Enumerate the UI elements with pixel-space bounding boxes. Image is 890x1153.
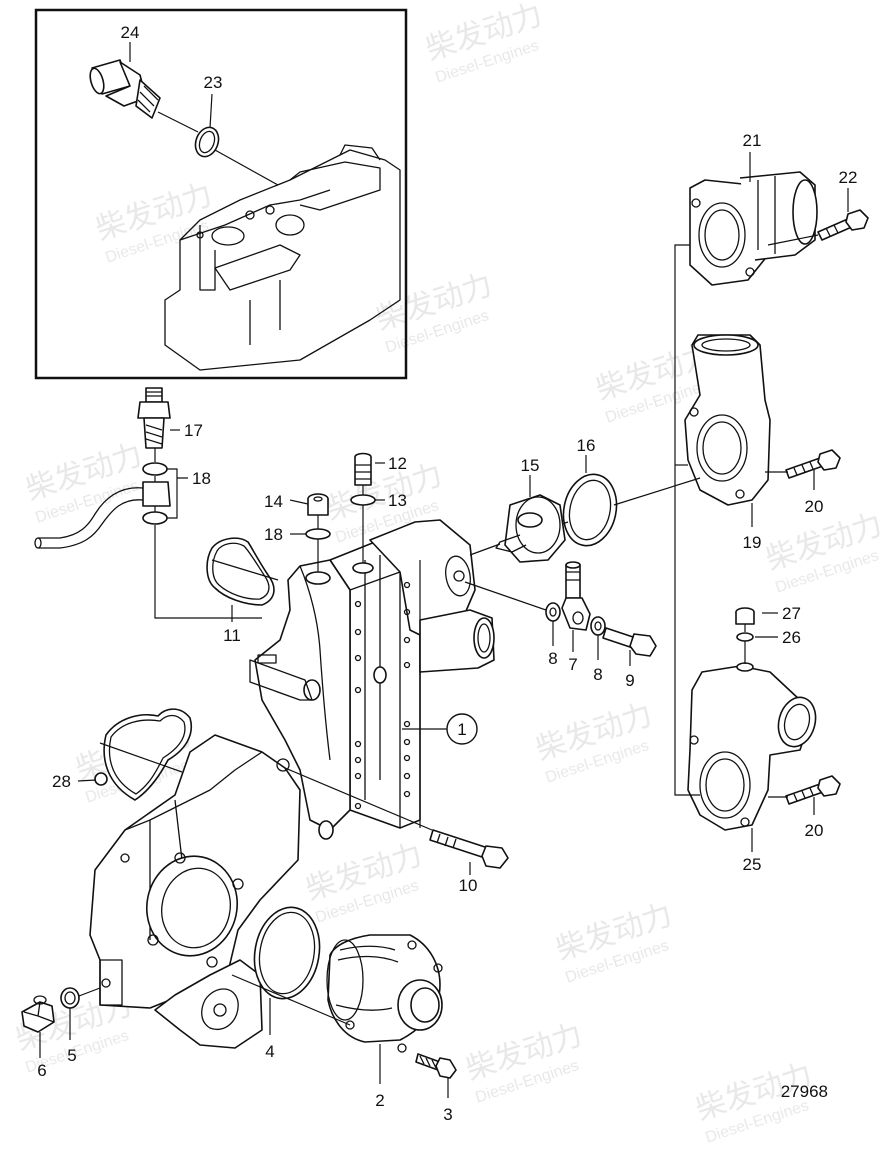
callout-26: 26 xyxy=(782,628,801,647)
drawing-number: 27968 xyxy=(781,1082,828,1101)
part-12-nipple xyxy=(354,452,372,486)
callout-15: 15 xyxy=(521,456,540,475)
callout-3: 3 xyxy=(443,1105,452,1124)
part-23-washer xyxy=(194,126,220,158)
callout-20-lower: 20 xyxy=(805,821,824,840)
callout-1: 1 xyxy=(457,720,466,739)
watermark-7: 柴发动力 Diesel-Engines xyxy=(762,508,886,596)
watermark-13: 柴发动力 Diesel-Engines xyxy=(462,1018,586,1106)
part-19-outlet-elbow xyxy=(684,334,771,506)
callout-21: 21 xyxy=(743,131,762,150)
part-28-o-ring xyxy=(103,708,192,801)
part-8-washer-left xyxy=(545,602,561,622)
part-15-thermostat xyxy=(495,494,566,563)
part-13-washer xyxy=(350,494,376,506)
watermark-10: 柴发动力 Diesel-Engines xyxy=(302,838,426,926)
callout-19: 19 xyxy=(743,533,762,552)
leader-lines xyxy=(39,42,849,1098)
part-6-plug xyxy=(21,995,55,1033)
callout-4: 4 xyxy=(265,1042,274,1061)
callout-labels: 1 2 3 4 5 6 7 8 8 9 10 11 12 13 14 15 16… xyxy=(37,23,857,1124)
callout-7: 7 xyxy=(568,655,577,674)
part-18-washer-plug xyxy=(305,528,331,540)
part-11-o-ring xyxy=(206,537,275,606)
part-9-bolt xyxy=(602,627,657,657)
callout-5: 5 xyxy=(67,1046,76,1065)
inset-detail xyxy=(34,8,408,380)
callout-25: 25 xyxy=(743,855,762,874)
callout-22: 22 xyxy=(839,168,858,187)
callout-10: 10 xyxy=(459,876,478,895)
callout-28: 28 xyxy=(52,772,71,791)
part-2-water-pump xyxy=(326,934,443,1053)
oil-pipe xyxy=(34,481,171,549)
part-22-bolt xyxy=(817,209,869,241)
watermark-5: 柴发动力 Diesel-Engines xyxy=(22,438,146,526)
callout-13: 13 xyxy=(388,491,407,510)
part-8-washer-right xyxy=(590,616,606,636)
part-3-bolt xyxy=(415,1053,457,1079)
callout-14: 14 xyxy=(264,492,283,511)
housing-holes xyxy=(354,581,411,810)
callout-11: 11 xyxy=(223,626,241,645)
inset-housing-fragment xyxy=(164,144,401,371)
watermark-2: 柴发动力 Diesel-Engines xyxy=(92,178,216,266)
part-21-outlet-elbow xyxy=(689,171,818,286)
inset-frame xyxy=(34,8,408,380)
callout-2: 2 xyxy=(375,1091,384,1110)
callout-8-right: 8 xyxy=(593,665,602,684)
callout-6: 6 xyxy=(37,1061,46,1080)
callout-18-lower: 18 xyxy=(264,525,283,544)
watermark-3: 柴发动力 Diesel-Engines xyxy=(372,268,496,356)
part-20-bolt-lower xyxy=(785,775,841,805)
callout-18-upper: 18 xyxy=(192,469,211,488)
part-18-washer-lower xyxy=(142,511,168,525)
watermark-14: 柴发动力 Diesel-Engines xyxy=(692,1058,816,1146)
part-5-washer xyxy=(60,987,80,1009)
callout-8-left: 8 xyxy=(548,649,557,668)
callout-12: 12 xyxy=(388,454,407,473)
callout-1-circle xyxy=(446,713,478,745)
part-7-union xyxy=(561,561,591,631)
callout-23: 23 xyxy=(204,73,223,92)
watermark-11: 柴发动力 Diesel-Engines xyxy=(552,898,676,986)
callout-24: 24 xyxy=(121,23,140,42)
part-4-o-ring xyxy=(253,906,321,1000)
callout-16: 16 xyxy=(577,436,596,455)
part-1-thermostat-housing xyxy=(249,519,495,840)
callout-27: 27 xyxy=(782,604,801,623)
callout-9: 9 xyxy=(625,671,634,690)
part-27-plug xyxy=(735,607,755,625)
part-26-washer xyxy=(736,632,754,642)
part-10-bolt xyxy=(429,829,509,869)
part-20-bolt-upper xyxy=(785,449,841,479)
callout-20-upper: 20 xyxy=(805,497,824,516)
part-18-washer-upper xyxy=(142,462,168,476)
part-17-banjo-bolt xyxy=(137,387,171,449)
part-14-plug xyxy=(307,493,329,516)
watermark-8: 柴发动力 Diesel-Engines xyxy=(532,698,656,786)
pump-housing xyxy=(89,734,301,1049)
callout-17: 17 xyxy=(184,421,203,440)
watermark-1: 柴发动力 Diesel-Engines xyxy=(422,0,546,87)
part-25-outlet-elbow xyxy=(687,662,817,831)
part-24-sensor-fitting xyxy=(89,59,161,119)
part-16-seal xyxy=(562,473,618,547)
